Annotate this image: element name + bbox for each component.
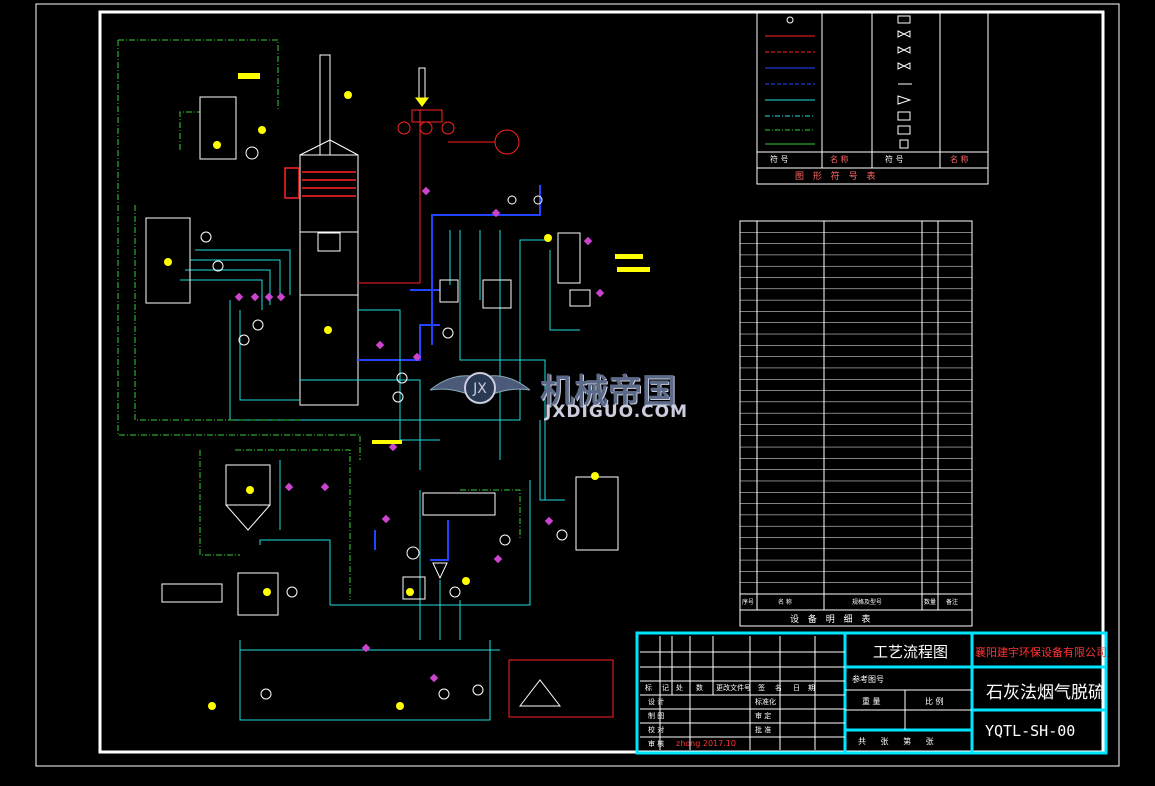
eq-footer-spec: 规格及型号 — [852, 599, 883, 606]
rev-h-6: 名 — [775, 684, 782, 692]
role-review: 审 核 — [648, 740, 665, 748]
legend-footer-symbol-2: 符 号 — [885, 155, 904, 164]
role-check: 校 对 — [648, 726, 665, 734]
legend-table — [756, 11, 989, 185]
legend-footer-name-1: 名 称 — [830, 155, 849, 164]
scale-label: 比 例 — [925, 697, 944, 706]
watermark-cn: 机械帝国 — [540, 372, 676, 412]
rev-h-1: 记 — [662, 684, 669, 692]
svg-text:JX: JX — [472, 381, 487, 397]
role-approve: 批 准 — [755, 726, 772, 734]
chimney-top — [415, 67, 429, 107]
role-standard: 标准化 — [755, 698, 776, 706]
role-approve-def: 审 定 — [755, 712, 772, 720]
absorber-tower — [299, 54, 359, 406]
title-block — [635, 631, 1108, 755]
water-lines — [358, 185, 541, 561]
signer: zhong 2017.10 — [676, 739, 736, 748]
company-name: 襄阳建宇环保设备有限公司 — [975, 646, 1107, 659]
eq-footer-no: 序号 — [742, 599, 755, 606]
green-lines — [117, 39, 521, 600]
eq-footer-note: 备注 — [946, 599, 959, 606]
project-name: 石灰法烟气脱硫 — [986, 683, 1105, 703]
rev-h-2: 处 — [676, 684, 683, 692]
legend-footer-name-2: 名 称 — [950, 155, 969, 164]
spray-layers — [284, 167, 356, 199]
legend-footer-symbol-1: 符 号 — [770, 155, 789, 164]
equipment-table-rows — [740, 232, 972, 583]
drawing-name: 工艺流程图 — [873, 643, 949, 661]
role-design: 设 计 — [648, 698, 665, 706]
equipment-table — [739, 220, 973, 627]
weight-label: 重 量 — [862, 697, 881, 706]
rev-h-4: 更改文件号 — [716, 684, 751, 692]
legend-title: 图 形 符 号 表 — [795, 172, 879, 182]
outer-frame — [35, 3, 1120, 767]
watermark-en: JXDIGUO.COM — [545, 402, 689, 422]
equipment-outlines — [145, 96, 619, 718]
drawing-number: YQTL-SH-00 — [985, 722, 1076, 740]
rev-h-5: 签 — [758, 684, 765, 692]
rev-h-3: 数 — [696, 684, 703, 692]
pumps — [200, 146, 568, 700]
role-draft: 制 图 — [648, 712, 665, 720]
title-block-grid — [640, 636, 845, 750]
rev-h-0: 标 — [645, 684, 652, 692]
sheet-label: 共 张 第 张 — [858, 737, 940, 746]
legend-line-samples — [765, 15, 912, 149]
slurry-lines — [180, 230, 580, 721]
instrument-tags — [234, 186, 605, 683]
rev-h-7: 日 — [793, 684, 800, 692]
rev-h-8: 期 — [808, 684, 815, 692]
eq-footer-name: 名 称 — [778, 599, 792, 606]
eq-footer-qty: 数量 — [924, 599, 937, 606]
equipment-number-badges — [164, 73, 650, 710]
drawing-border — [98, 10, 1105, 754]
ref-no-label: 参考图号 — [852, 675, 884, 684]
watermark-logo-icon: JX — [428, 360, 532, 420]
equipment-table-title: 设 备 明 细 表 — [790, 615, 874, 625]
flue-gas-lines — [358, 109, 520, 284]
